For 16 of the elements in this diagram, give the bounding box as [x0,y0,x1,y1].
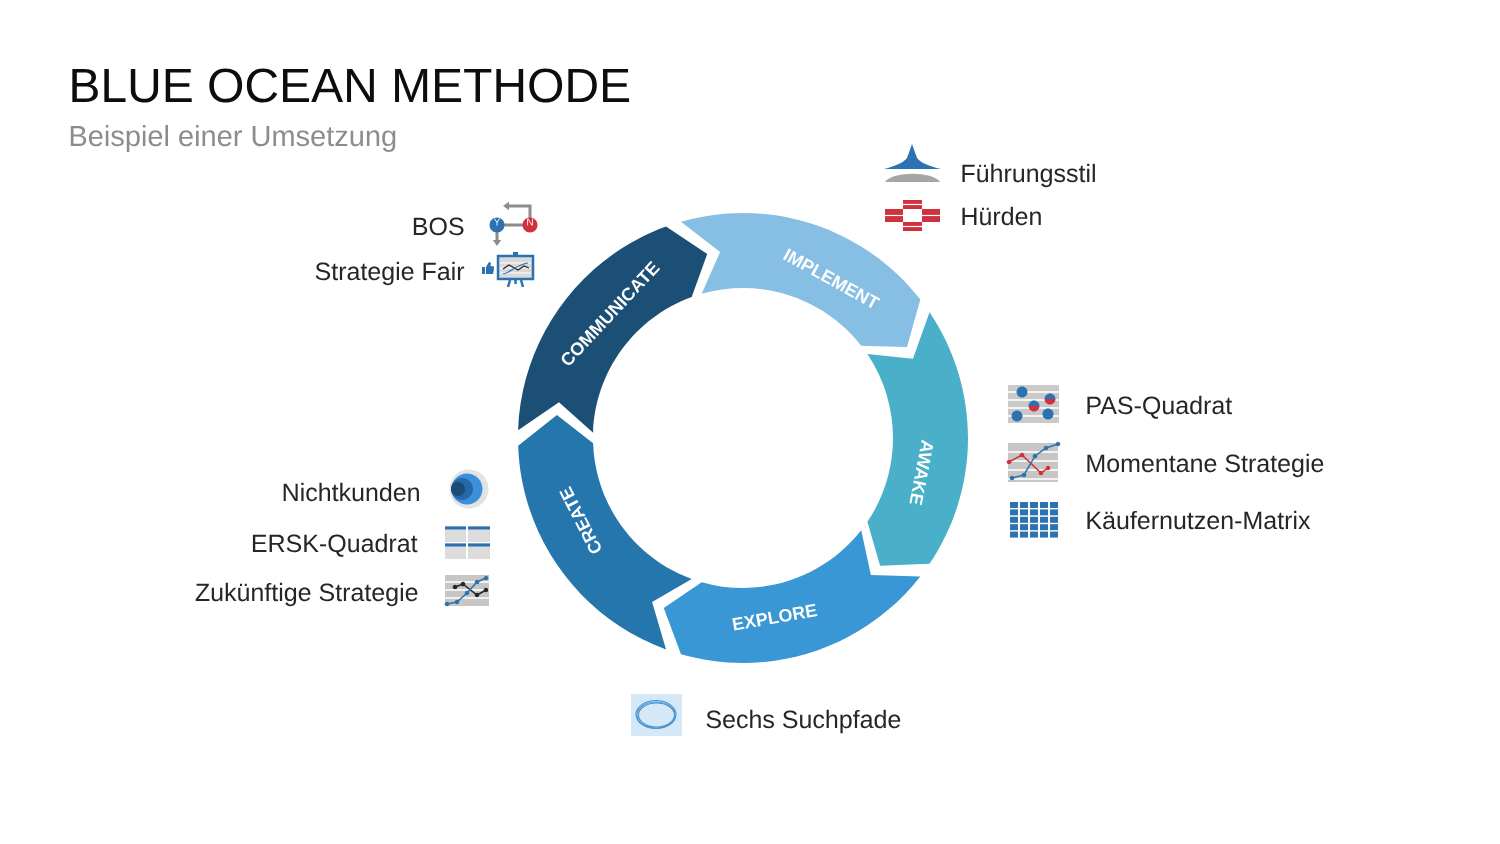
tool-label: Führungsstil [962,163,1095,188]
circle-letter: Y [493,218,501,226]
tool-label: PAS-Quadrat [1087,395,1233,419]
tool-label: Strategie Fair [315,261,465,286]
title: BLUE OCEAN METHODE [72,68,630,103]
tool-label: BOS [413,217,464,236]
tool-label: Sechs Suchpfade [706,709,901,734]
arrow-segment: EXPLORE [663,530,921,663]
tool-label: Zukünftige Strategie [195,582,418,607]
arrow-segment: AWAKE [867,312,968,566]
subtitle: Beispiel einer Umsetzung [70,124,396,152]
tool-label: ERSK-Quadrat [252,533,418,557]
tool-label: Nichtkunden [283,482,419,502]
tool-label: Käufernutzen-Matrix [1087,510,1311,530]
tool-label: Momentane Strategie [1087,453,1324,478]
tool-label: Hürden [962,206,1041,226]
